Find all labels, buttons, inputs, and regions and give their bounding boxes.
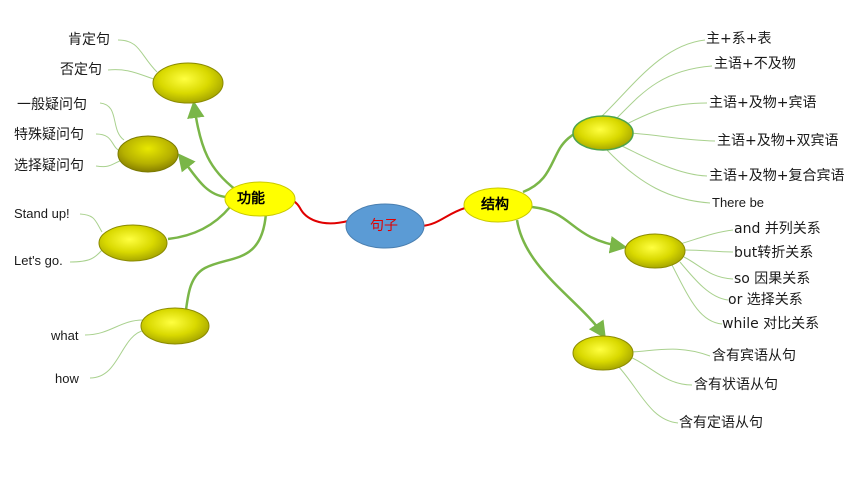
leaf-svc: 主+系+表 bbox=[706, 31, 772, 47]
center-link-left bbox=[289, 198, 349, 225]
leaf-svoo: 主语+及物+双宾语 bbox=[717, 133, 839, 149]
leaf-svo: 主语+及物+宾语 bbox=[709, 95, 817, 111]
leaf-how: how bbox=[55, 371, 79, 386]
leaf-stand-up: Stand up! bbox=[14, 206, 70, 221]
leaf-but: but转折关系 bbox=[734, 245, 814, 261]
function-label: 功能 bbox=[237, 191, 265, 207]
leaf-choice-question: 选择疑问句 bbox=[14, 158, 84, 174]
leaf-so: so 因果关系 bbox=[734, 271, 811, 287]
center-link-right bbox=[421, 207, 466, 227]
leaf-wh-question: 特殊疑问句 bbox=[14, 127, 84, 143]
function-group4-node[interactable] bbox=[140, 307, 210, 345]
leaf-svoc: 主语+及物+复合宾语 bbox=[709, 168, 845, 184]
function-group3-node[interactable] bbox=[98, 224, 168, 262]
leaf-negative: 否定句 bbox=[60, 62, 102, 78]
leaf-lets-go: Let's go. bbox=[14, 253, 63, 268]
structure-group3-node[interactable] bbox=[572, 335, 634, 371]
connector-structure-group2 bbox=[531, 205, 628, 254]
center-label: 句子 bbox=[370, 218, 398, 234]
structure-group1-node[interactable] bbox=[572, 115, 634, 151]
function-group1-node[interactable] bbox=[152, 62, 224, 104]
structure-node[interactable] bbox=[463, 187, 533, 223]
structure-group2-node[interactable] bbox=[624, 233, 686, 269]
function-node[interactable] bbox=[224, 181, 296, 217]
leaf-and: and 并列关系 bbox=[734, 221, 821, 237]
leaf-attributive-clause: 含有定语从句 bbox=[679, 415, 763, 431]
leaf-connectors-left bbox=[69, 39, 158, 379]
leaf-affirmative: 肯定句 bbox=[68, 32, 110, 48]
connector-function-group1 bbox=[187, 100, 237, 191]
connector-function-group3 bbox=[167, 206, 231, 241]
leaf-or: or 选择关系 bbox=[728, 292, 803, 308]
leaf-there-be: There be bbox=[712, 195, 765, 210]
leaf-object-clause: 含有宾语从句 bbox=[712, 348, 796, 364]
leaf-while: while 对比关系 bbox=[722, 316, 820, 332]
function-group2-node[interactable] bbox=[117, 135, 179, 173]
leaf-adverbial-clause: 含有状语从句 bbox=[694, 377, 778, 393]
connector-function-group4 bbox=[184, 212, 268, 311]
leaf-what: what bbox=[51, 328, 79, 343]
connector-structure-group3 bbox=[515, 219, 606, 339]
center-node[interactable] bbox=[345, 203, 425, 249]
connector-structure-group1 bbox=[522, 131, 577, 194]
leaf-connectors-right bbox=[599, 39, 734, 424]
structure-label: 结构 bbox=[481, 197, 509, 213]
leaf-yes-no-question: 一般疑问句 bbox=[17, 97, 87, 113]
connector-function-group2 bbox=[177, 153, 227, 199]
leaf-sv: 主语+不及物 bbox=[714, 56, 796, 72]
